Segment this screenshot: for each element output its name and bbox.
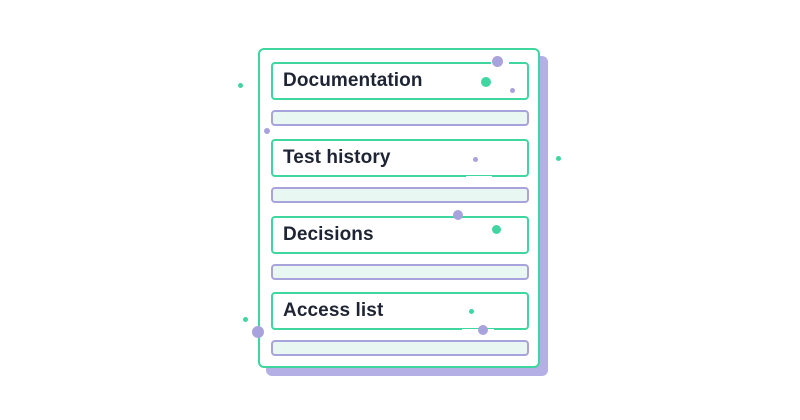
card-bar [271,340,529,356]
card-decisions: Decisions [271,216,529,254]
decorative-dot [469,309,474,314]
decorative-dot [252,326,264,338]
card-label: Test history [283,147,391,168]
decorative-dot [478,325,488,335]
card-bar [271,110,529,126]
card-bar [271,264,529,280]
decorative-dot [243,317,248,322]
decorative-dot [510,88,515,93]
card-test-history: Test history [271,139,529,177]
card-access-list: Access list [271,292,529,330]
card-bar [271,187,529,203]
card-label: Access list [283,300,384,321]
card-label: Documentation [283,70,423,91]
decorative-dot [481,77,491,87]
decorative-dot [238,83,243,88]
decorative-dot [556,156,561,161]
border-gap [466,176,492,180]
card-label: Decisions [283,224,374,245]
decorative-dot [492,225,501,234]
decorative-dot [473,157,478,162]
decorative-dot [492,56,503,67]
decorative-dot [264,128,270,134]
decorative-dot [453,210,463,220]
